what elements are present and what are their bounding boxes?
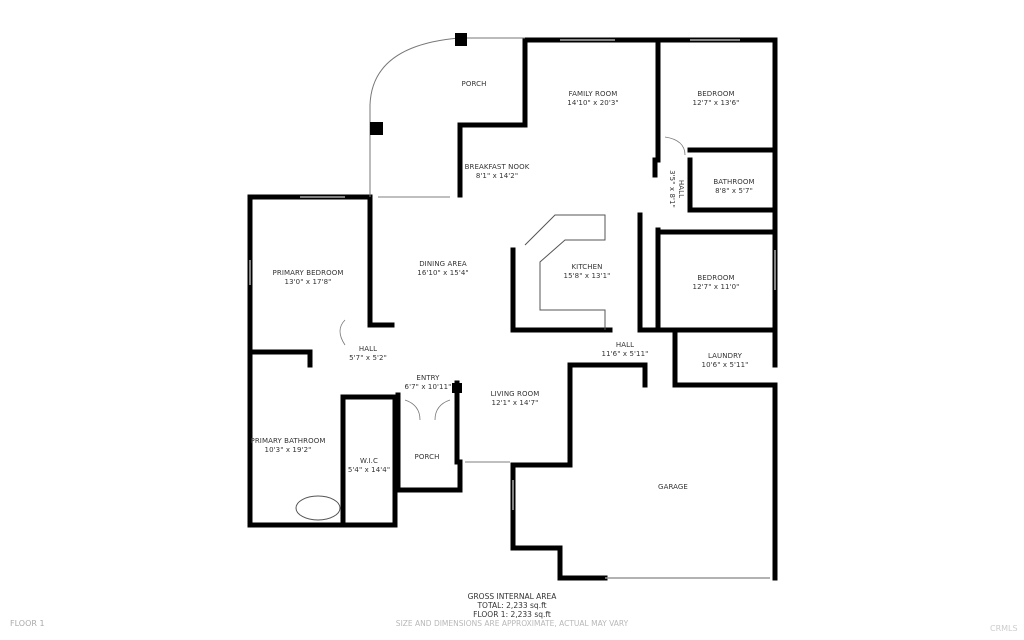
room-dimensions: 8'1" x 14'2" [475,172,519,180]
room-dimensions: 16'10" x 15'4" [417,269,469,277]
room-dimensions: 11'6" x 5'11" [601,350,649,358]
room-dimensions: 10'3" x 19'2" [264,446,312,454]
area-heading: GROSS INTERNAL AREA [467,592,557,601]
kitchen-counter [524,214,606,330]
bathtub [295,495,341,521]
room-name: BEDROOM [697,274,735,282]
room-name: DINING AREA [419,260,467,268]
floor-label: FLOOR 1 [10,619,45,628]
room-dimensions: 12'7" x 11'0" [692,283,740,291]
room-name: HALL [677,179,685,199]
room-label: GARAGE [658,483,688,492]
room-dimensions: 14'10" x 20'3" [567,99,619,107]
room-name: LAUNDRY [708,352,742,360]
windows [249,39,776,510]
room-name: KITCHEN [571,263,603,271]
room-dimensions: 6'7" x 10'11" [404,383,452,391]
room-name: HALL [358,345,378,353]
exterior-walls [247,37,778,581]
room-dimensions: 3'5" x 8'1" [668,170,676,208]
porch-posts [370,33,467,393]
watermark: CRMLS [990,624,1018,633]
room-dimensions: 13'0" x 17'8" [284,278,332,286]
disclaimer-note: SIZE AND DIMENSIONS ARE APPROXIMATE, ACT… [395,619,629,628]
room-dimensions: 8'8" x 5'7" [715,187,753,195]
room-name: BATHROOM [713,178,755,186]
room-name: BEDROOM [697,90,735,98]
room-name: PRIMARY BATHROOM [250,437,326,445]
room-name: PRIMARY BEDROOM [272,269,344,277]
room-name: GARAGE [658,483,688,491]
room-label: PORCH [415,453,440,462]
porch-arc [369,37,525,197]
room-name: BREAKFAST NOOK [464,163,530,171]
room-dimensions: 15'8" x 13'1" [563,272,611,280]
room-name: W.I.C [359,457,379,465]
area-summary: GROSS INTERNAL AREA TOTAL: 2,233 sq.ft F… [396,592,628,628]
room-name: PORCH [461,80,487,88]
room-dimensions: 12'7" x 13'6" [692,99,740,107]
room-dimensions: 5'4" x 14'4" [347,466,391,474]
room-name: ENTRY [416,374,440,382]
area-total: TOTAL: 2,233 sq.ft [477,601,547,610]
room-name: PORCH [414,453,440,461]
room-label: PORCH [462,80,487,89]
room-dimensions: 12'1" x 14'7" [491,399,539,407]
room-name: HALL [615,341,635,349]
room-dimensions: 10'6" x 5'11" [701,361,749,369]
room-name: FAMILY ROOM [568,90,618,98]
room-dimensions: 5'7" x 5'2" [349,354,387,362]
room-name: LIVING ROOM [490,390,540,398]
area-floor1: FLOOR 1: 2,233 sq.ft [473,610,551,619]
doors [339,136,686,421]
